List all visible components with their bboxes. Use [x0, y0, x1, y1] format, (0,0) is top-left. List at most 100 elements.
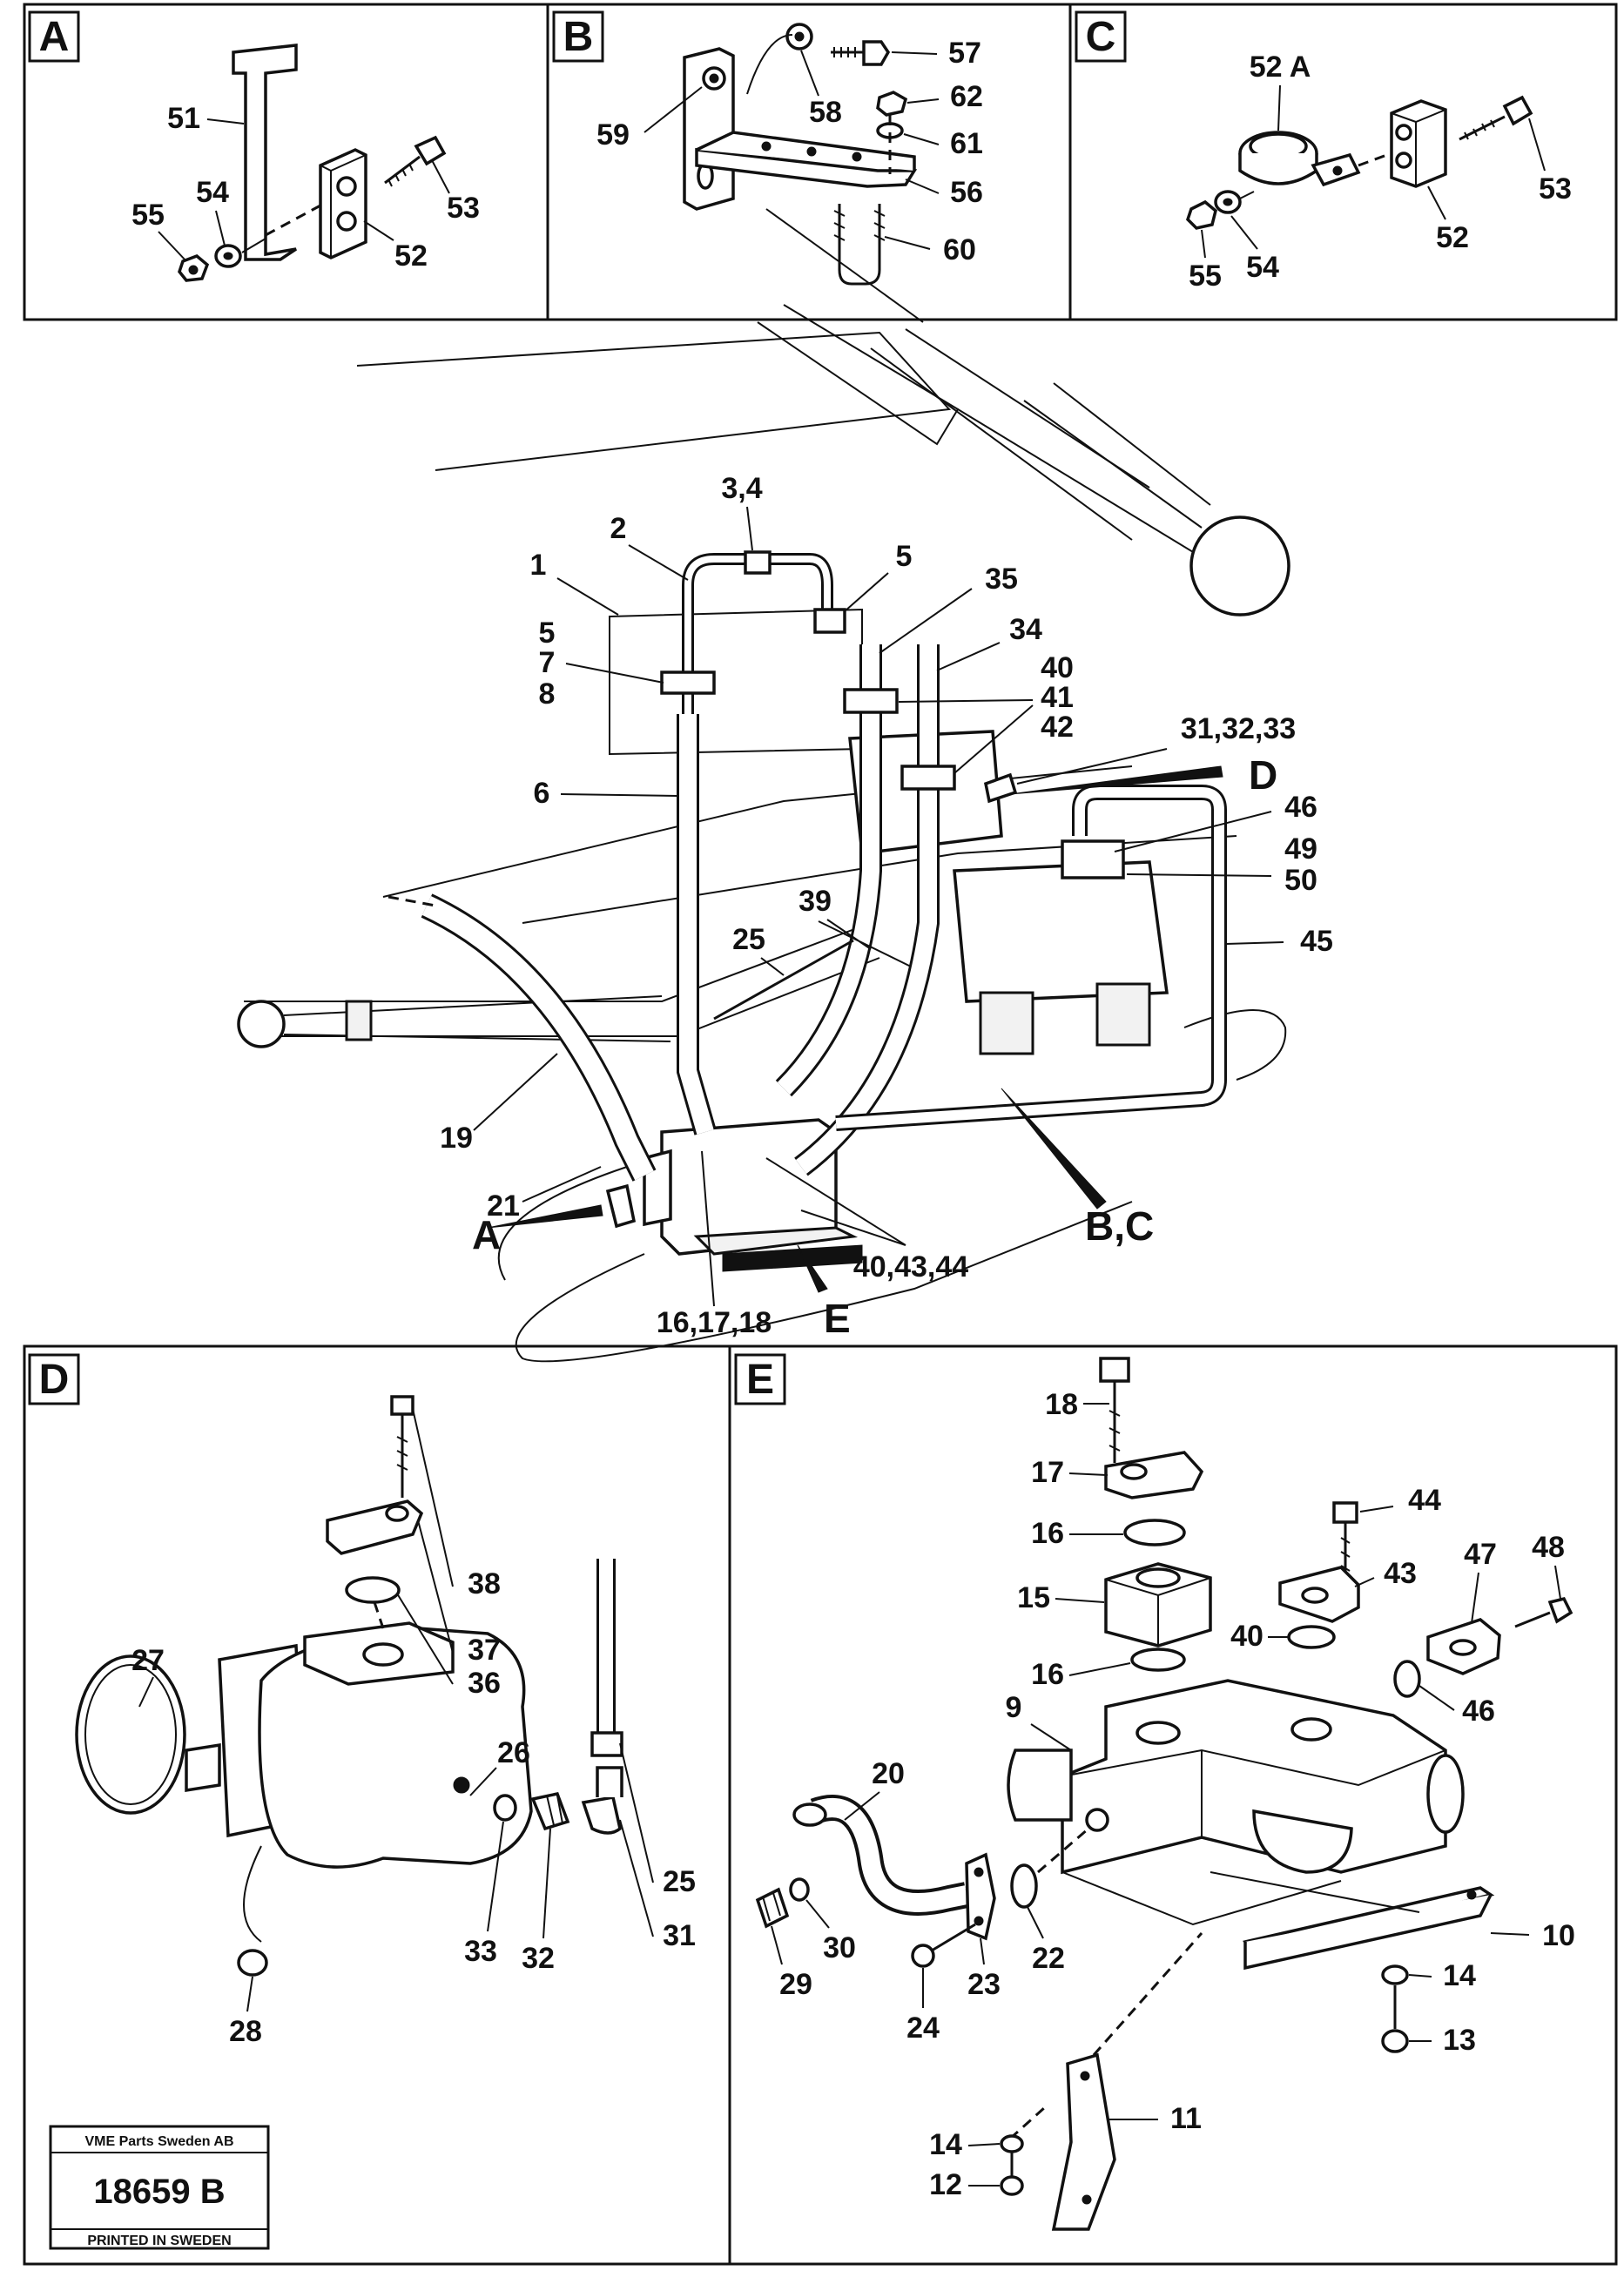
label-18: 18 — [1045, 1388, 1078, 1421]
label-12: 12 — [929, 2168, 962, 2201]
label-50: 50 — [1284, 864, 1317, 897]
bolt-13 — [1381, 1985, 1409, 2053]
label-arrow-d: D — [1249, 752, 1277, 798]
fitting-29 — [755, 1887, 790, 1929]
label-41: 41 — [1041, 681, 1074, 714]
bracket-10 — [1210, 1871, 1495, 1971]
label-30: 30 — [823, 1931, 856, 1964]
lever-arm — [237, 995, 671, 1048]
shelf-56 — [695, 148, 918, 188]
panel-c-letter: C — [1086, 14, 1116, 60]
label-14-right: 14 — [1443, 1959, 1476, 1992]
label-6: 6 — [534, 777, 550, 810]
stamp-company: VME Parts Sweden AB — [84, 2134, 233, 2149]
label-60: 60 — [943, 233, 976, 266]
label-61: 61 — [950, 127, 983, 160]
flange-47 — [1426, 1618, 1501, 1675]
panel-b-letter: B — [563, 14, 594, 60]
pipe-20 — [792, 1795, 969, 1916]
bolt-18 — [1099, 1357, 1130, 1463]
label-57: 57 — [948, 37, 981, 70]
label-25-d: 25 — [663, 1865, 696, 1898]
flange-23 — [965, 1852, 996, 1941]
panel-e-frame — [728, 1344, 1618, 2266]
cylinder-eye-ball — [1189, 515, 1290, 617]
label-16-lower: 16 — [1031, 1658, 1064, 1691]
label-29: 29 — [779, 1968, 812, 2001]
panel-e-letter: E — [746, 1357, 774, 1403]
label-37: 37 — [468, 1634, 501, 1667]
label-13: 13 — [1443, 2024, 1476, 2057]
label-40-43-44: 40,43,44 — [853, 1250, 968, 1284]
bolt-24 — [911, 1923, 976, 1968]
label-11: 11 — [1170, 2102, 1202, 2135]
clamp-52a — [1238, 131, 1361, 187]
label-47: 47 — [1464, 1538, 1497, 1571]
washer-30 — [789, 1877, 810, 1902]
label-arrow-a: A — [472, 1212, 501, 1257]
label-31-d: 31 — [663, 1919, 696, 1952]
label-42: 42 — [1041, 711, 1074, 744]
panel-b: B 57 58 59 62 — [546, 3, 1072, 321]
label-34: 34 — [1009, 613, 1042, 646]
gasket-27 — [75, 1654, 186, 1815]
label-5-top: 5 — [896, 540, 913, 573]
elbow-31 — [581, 1766, 623, 1835]
label-52-c: 52 — [1436, 221, 1469, 254]
clip-7 — [660, 670, 716, 695]
clip-40-lower — [900, 765, 956, 791]
panel-c: C 52 A 53 52 — [1068, 3, 1618, 321]
valve-body-9 — [1007, 1679, 1465, 1926]
label-15: 15 — [1017, 1581, 1050, 1614]
label-31-32-33: 31,32,33 — [1181, 712, 1296, 745]
pump-26 — [185, 1621, 533, 1869]
label-38: 38 — [468, 1567, 501, 1600]
label-10: 10 — [1542, 1919, 1575, 1952]
label-46-e: 46 — [1462, 1695, 1495, 1728]
o-ring-46 — [1393, 1660, 1421, 1698]
panel-c-frame — [1068, 3, 1618, 321]
label-26: 26 — [497, 1736, 530, 1769]
arrow-bc — [1001, 1088, 1107, 1210]
washer-14-right — [1381, 1964, 1409, 1985]
u-bolt-60 — [833, 204, 886, 286]
label-40-e: 40 — [1230, 1620, 1263, 1653]
clip-40-upper — [843, 688, 899, 714]
label-45: 45 — [1300, 925, 1333, 958]
plug-28 — [237, 1949, 268, 1977]
bolt-12 — [1000, 2153, 1024, 2196]
bolt-53-c — [1459, 95, 1533, 141]
panel-a-letter-box — [28, 10, 80, 63]
label-55-c: 55 — [1189, 259, 1222, 293]
boom-cylinder — [356, 208, 1290, 617]
flange-17 — [1104, 1451, 1204, 1499]
label-43: 43 — [1384, 1557, 1417, 1590]
label-21: 21 — [487, 1189, 520, 1223]
panel-a: A 51 54 55 53 — [23, 3, 549, 321]
label-56: 56 — [950, 176, 983, 209]
panel-c-letter-box — [1075, 10, 1127, 63]
arrow-a — [487, 1204, 603, 1229]
panel-e: E — [728, 1344, 1618, 2266]
panel-d: D — [23, 1344, 731, 2266]
nut-55 — [178, 254, 210, 282]
label-28: 28 — [229, 2015, 262, 2048]
hose-25-d — [590, 1559, 623, 1757]
label-23: 23 — [967, 1968, 1001, 2001]
o-ring-22 — [1010, 1863, 1038, 1909]
o-ring-16-top — [1123, 1519, 1186, 1546]
connector-a — [605, 1183, 637, 1229]
label-9: 9 — [1006, 1691, 1022, 1724]
label-48: 48 — [1532, 1531, 1565, 1564]
label-39: 39 — [799, 885, 832, 918]
label-54: 54 — [196, 176, 229, 209]
o-ring-40 — [1287, 1625, 1336, 1649]
label-24: 24 — [906, 2011, 940, 2045]
label-8: 8 — [539, 677, 556, 711]
arrow-d — [1009, 765, 1223, 795]
label-59: 59 — [596, 118, 630, 152]
label-49: 49 — [1284, 832, 1317, 866]
label-33-d: 33 — [464, 1935, 497, 1968]
panel-d-letter: D — [39, 1357, 70, 1403]
